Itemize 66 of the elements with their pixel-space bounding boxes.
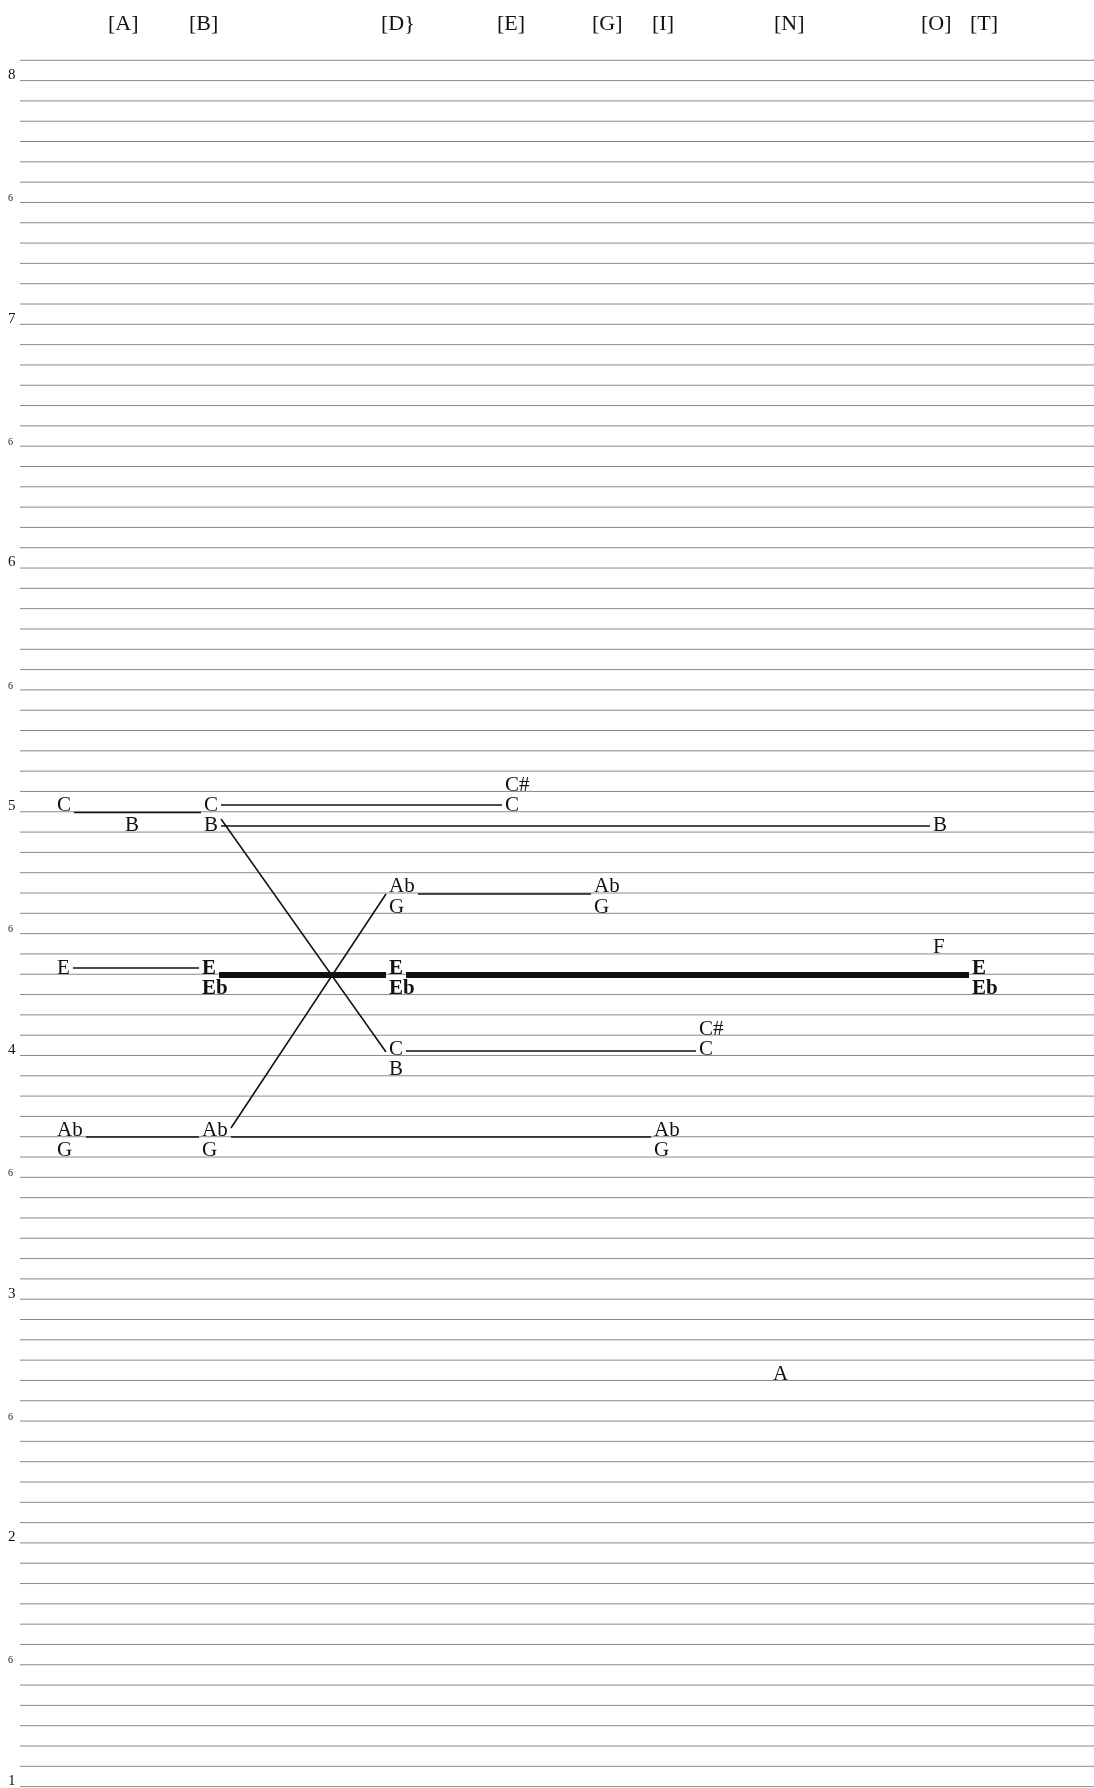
- note-name: C: [201, 794, 221, 816]
- voice-leading-line: [230, 893, 387, 1129]
- voice-leading-line: [220, 818, 387, 1053]
- note-name: E: [54, 956, 73, 978]
- column-heading: [D}: [381, 12, 415, 34]
- note-name: C: [696, 1037, 716, 1059]
- note-name: Ab: [199, 1119, 231, 1141]
- axis-number: 6: [8, 924, 13, 935]
- column-heading: [T]: [970, 12, 999, 34]
- voice-leading-line: [406, 972, 969, 978]
- note-name: G: [654, 1139, 670, 1161]
- note-name: C: [502, 794, 522, 816]
- note-name: Eb: [972, 976, 998, 998]
- axis-number: 6: [8, 1655, 13, 1666]
- axis-number: 3: [8, 1285, 16, 1301]
- column-heading: [A]: [108, 12, 139, 34]
- note-name: Ab: [386, 875, 418, 897]
- axis-number: 2: [8, 1529, 16, 1545]
- note-name: C: [54, 794, 74, 816]
- axis-number: 8: [8, 67, 16, 83]
- note-name: Ab: [54, 1119, 86, 1141]
- note-name: F: [933, 936, 945, 958]
- note-name: B: [201, 814, 221, 836]
- voice-leading-line: [220, 804, 503, 806]
- axis-number: 6: [8, 193, 13, 204]
- note-name: E: [199, 956, 219, 978]
- voice-leading-line: [405, 1050, 697, 1052]
- axis-number: 4: [8, 1041, 16, 1057]
- note-name: Eb: [389, 976, 415, 998]
- voice-leading-line: [220, 825, 931, 827]
- note-name: G: [57, 1139, 73, 1161]
- voice-leading-line: [230, 1136, 652, 1138]
- note-name: B: [389, 1058, 403, 1080]
- axis-number: 6: [8, 554, 16, 570]
- voice-leading-line: [85, 1136, 200, 1138]
- column-heading: [B]: [189, 12, 219, 34]
- axis-number: 1: [8, 1773, 16, 1788]
- voice-leading-line: [73, 811, 202, 814]
- note-name: B: [125, 814, 139, 836]
- voice-leading-line: [72, 967, 200, 969]
- note-name: E: [969, 956, 989, 978]
- column-heading: [N]: [774, 12, 805, 34]
- voice-leading-line: [417, 893, 592, 895]
- axis-number: 7: [8, 310, 16, 326]
- note-name: G: [594, 895, 610, 917]
- note-name: E: [386, 956, 406, 978]
- column-heading: [O]: [921, 12, 952, 34]
- axis-number: 6: [8, 1167, 13, 1178]
- axis-number: 6: [8, 680, 13, 691]
- note-name: Ab: [651, 1119, 683, 1141]
- note-name: Eb: [202, 976, 228, 998]
- note-name: Ab: [591, 875, 623, 897]
- voice-leading-line: [219, 972, 386, 978]
- note-name: C#: [505, 773, 530, 795]
- axis-number: 6: [8, 1411, 13, 1422]
- note-name: A: [773, 1362, 789, 1384]
- note-name: C#: [699, 1017, 724, 1039]
- axis-number: 6: [8, 436, 13, 447]
- note-name: C: [386, 1037, 406, 1059]
- axis-number: 5: [8, 798, 16, 814]
- column-heading: [G]: [592, 12, 623, 34]
- column-heading: [E]: [497, 12, 526, 34]
- note-name: G: [202, 1139, 218, 1161]
- column-heading: [I]: [652, 12, 674, 34]
- note-name: B: [930, 814, 950, 836]
- note-name: G: [389, 895, 405, 917]
